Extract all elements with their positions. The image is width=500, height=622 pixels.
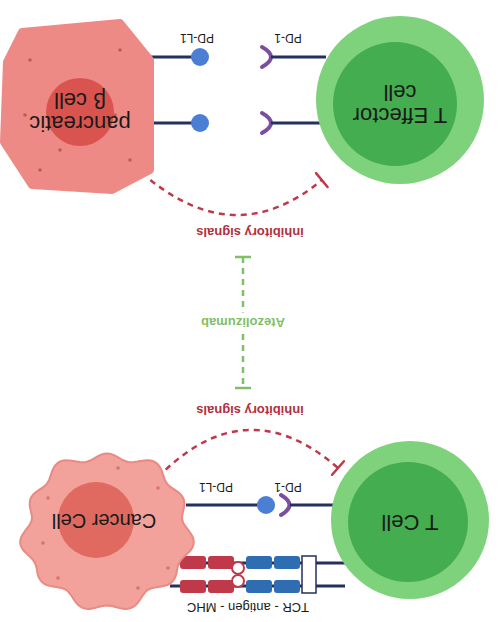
cell-node: T Cell bbox=[330, 440, 490, 600]
cytoplasm-dot bbox=[156, 486, 160, 490]
cytoplasm-dot bbox=[56, 576, 60, 580]
blocking-bar bbox=[235, 256, 251, 259]
membrane-line bbox=[148, 56, 192, 59]
inhibition-arc bbox=[166, 430, 338, 470]
blocking-bar bbox=[235, 387, 251, 390]
pd-1-receptor bbox=[262, 47, 271, 67]
receptor-label: PD-1 bbox=[274, 31, 301, 45]
cell-node: Cancer Cell bbox=[18, 448, 196, 614]
cytoplasm-dot bbox=[128, 158, 132, 162]
cell-membrane bbox=[316, 16, 484, 184]
pd-1-receptor bbox=[281, 495, 290, 515]
tcr-block bbox=[274, 580, 300, 593]
cytoplasm-dot bbox=[46, 496, 50, 500]
membrane-line bbox=[271, 56, 326, 59]
drug-label: Atezolizumab bbox=[198, 313, 288, 332]
cell-membrane bbox=[20, 454, 194, 609]
receptor-label: PD-1 bbox=[274, 480, 301, 494]
tcr-block bbox=[246, 580, 272, 593]
inhibition-head bbox=[332, 461, 344, 475]
inhibition-arc bbox=[150, 180, 321, 215]
ligand-label: PD-L1 bbox=[199, 480, 233, 494]
cytoplasm-dot bbox=[58, 148, 62, 152]
cell-outline bbox=[18, 448, 196, 614]
cell-node: pancreatic β cell bbox=[0, 20, 155, 195]
tcr-block bbox=[274, 556, 300, 569]
antigen bbox=[232, 575, 244, 587]
cell-name: Cancer Cell bbox=[24, 510, 184, 531]
pd-l1-ligand bbox=[191, 48, 209, 66]
cell-membrane bbox=[331, 441, 489, 599]
pd-1-receptor bbox=[262, 113, 271, 133]
cytoplasm-dot bbox=[28, 58, 32, 62]
cytoplasm-dot bbox=[23, 113, 27, 117]
mhc-block bbox=[180, 580, 206, 593]
cytoplasm-dot bbox=[116, 466, 120, 470]
complex-label: TCR - antigen - MHC bbox=[187, 600, 309, 615]
cytoplasm-dot bbox=[136, 586, 140, 590]
membrane-line bbox=[186, 504, 260, 507]
signal-label: inhibitory signals bbox=[196, 403, 304, 418]
ligand-label: PD-L1 bbox=[180, 31, 214, 45]
pd-l1-ligand bbox=[191, 114, 209, 132]
tcr-anchor bbox=[302, 556, 316, 593]
cytoplasm-dot bbox=[38, 168, 42, 172]
mhc-block bbox=[208, 580, 234, 593]
signal-label: inhibitory signals bbox=[196, 225, 304, 240]
antigen bbox=[232, 562, 244, 574]
membrane-line bbox=[271, 122, 320, 125]
pd-l1-ligand bbox=[257, 496, 275, 514]
membrane-line bbox=[148, 122, 192, 125]
cytoplasm-dot bbox=[41, 541, 45, 545]
tcr-block bbox=[246, 556, 272, 569]
cell-name: pancreatic β cell bbox=[21, 89, 139, 135]
cell-membrane bbox=[4, 23, 150, 190]
cell-node: T Effector cell bbox=[315, 12, 485, 188]
inhibition-head bbox=[316, 173, 328, 187]
mhc-block bbox=[208, 556, 234, 569]
membrane-line bbox=[290, 504, 336, 507]
cell-name: T Effector cell bbox=[340, 81, 460, 127]
cytoplasm-dot bbox=[166, 566, 170, 570]
cytoplasm-dot bbox=[118, 48, 122, 52]
cell-name: T Cell bbox=[350, 510, 470, 533]
